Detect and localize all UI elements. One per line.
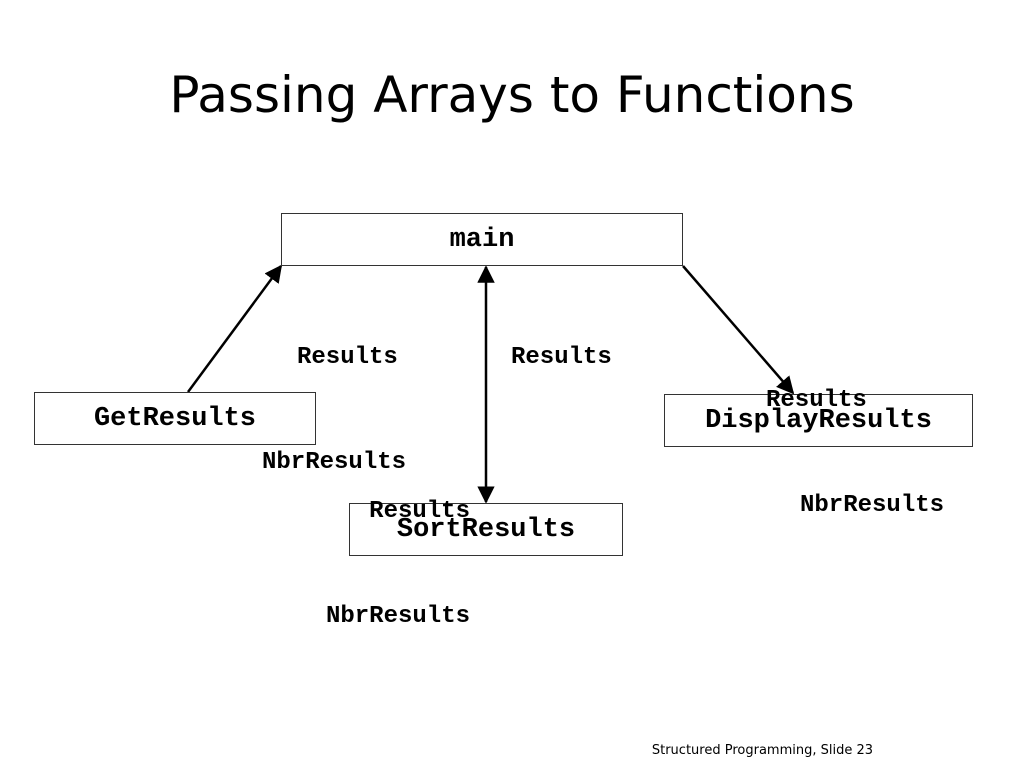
param-label: Results (369, 498, 470, 525)
arrow-main-to-display (682, 265, 795, 395)
param-label: Results (766, 387, 867, 414)
param-label: NbrResults (800, 492, 945, 519)
main-to-sort-params: Results (511, 270, 612, 410)
sort-results-box: SortResults (349, 503, 623, 556)
slide-footer: Structured Programming, Slide 23 (651, 743, 873, 758)
param-label: NbrResults (262, 449, 407, 476)
sort-to-main-params: Results NbrResults (326, 424, 470, 669)
display-results-box: DisplayResults (664, 394, 973, 447)
get-results-box: GetResults (34, 392, 316, 445)
main-function-box: main (281, 213, 683, 266)
param-label: Results (511, 344, 612, 371)
param-label: Results (297, 344, 398, 371)
arrow-get-to-main (186, 264, 283, 393)
main-to-display-params: Results NbrResults (766, 313, 944, 558)
get-to-main-params: Results NbrResults (262, 270, 406, 515)
slide-title: Passing Arrays to Functions (169, 66, 855, 124)
param-label: NbrResults (325, 603, 470, 630)
